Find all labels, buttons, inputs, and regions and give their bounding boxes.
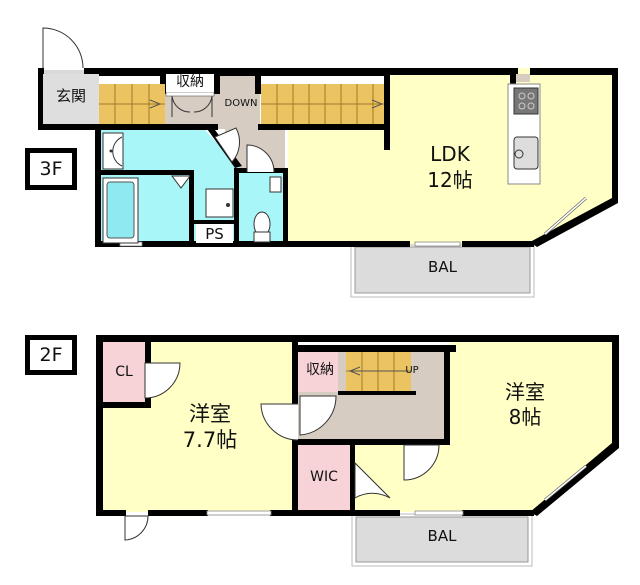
label-western-room-b: 洋室 xyxy=(505,380,545,404)
stairs-right-3f xyxy=(261,84,384,124)
entrance-door-icon xyxy=(42,27,84,69)
label-ldk-size: 12帖 xyxy=(427,168,473,192)
label-closet: CL xyxy=(115,364,133,380)
stairs-left-3f xyxy=(98,84,165,124)
stove-icon xyxy=(513,87,539,115)
label-western-room-a: 洋室 xyxy=(189,402,231,426)
label-walk-in-closet: WIC xyxy=(310,469,338,485)
label-ldk: LDK xyxy=(430,142,470,166)
closet-door-icon xyxy=(144,362,181,399)
sink-icon xyxy=(513,136,539,170)
label-storage-3f: 収納 xyxy=(166,74,214,92)
label-balcony-3f: BAL xyxy=(428,258,457,276)
floor-tag-2f: 2F xyxy=(25,335,77,375)
label-western-room-a-size: 7.7帖 xyxy=(182,428,238,452)
label-storage-2f: 収納 xyxy=(306,362,334,378)
label-stairs-up: UP xyxy=(405,365,419,376)
label-western-room-b-size: 8帖 xyxy=(508,405,542,429)
label-balcony-2f: BAL xyxy=(427,527,457,545)
label-ps: PS xyxy=(205,225,224,243)
label-stairs-down: DOWN xyxy=(224,98,258,109)
label-entrance: 玄関 xyxy=(55,87,86,105)
floor-tag-3f: 3F xyxy=(25,148,77,190)
